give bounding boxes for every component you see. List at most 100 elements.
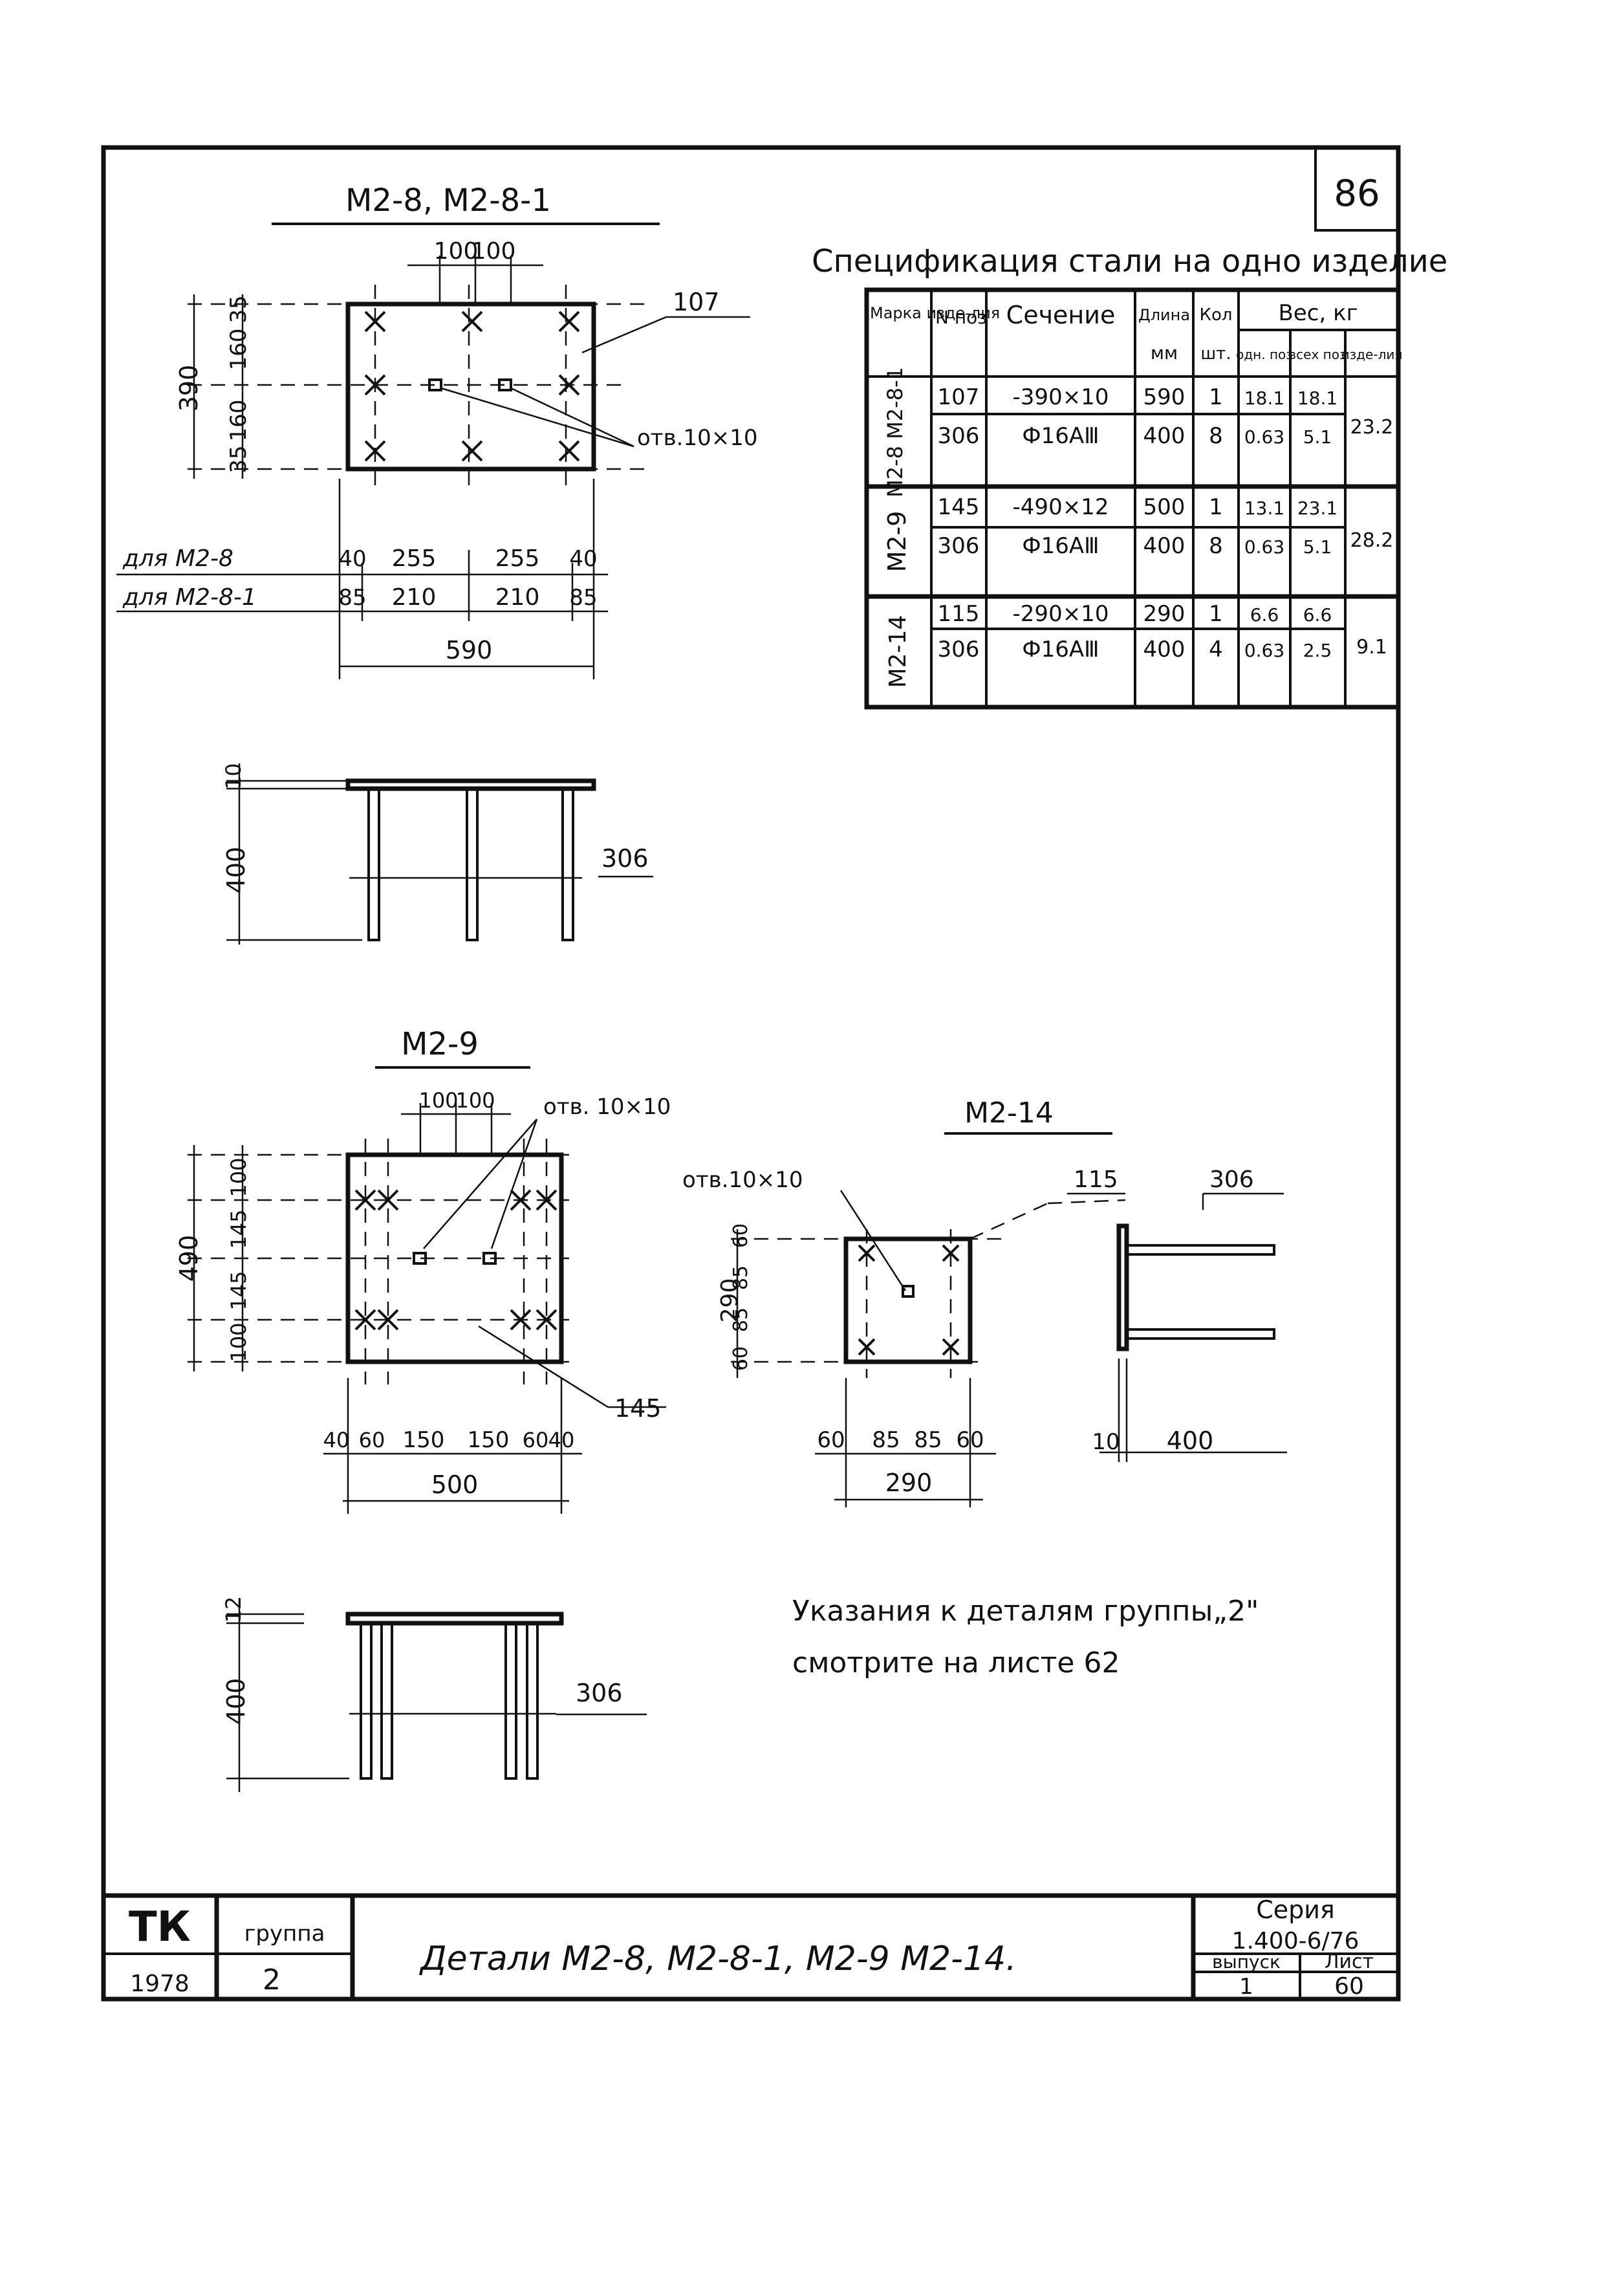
m2-14-left-dim-2: 85: [730, 1307, 752, 1332]
m2-8-plate: [345, 301, 596, 472]
m2-8-elev-bar-2: [466, 787, 479, 941]
spec-g2-r1-w-one: 13.1: [1244, 497, 1284, 519]
note-line-1: Указания к деталям группы„2": [792, 1595, 1259, 1628]
spec-title: Спецификация стали на одно изделие: [812, 243, 1447, 279]
m2-9-top-dim-2: 100: [455, 1088, 495, 1113]
spec-g1-marka: М2-8 М2-8-1: [883, 367, 907, 497]
m2-8-title: М2-8, М2-8-1: [345, 182, 551, 219]
spec-g2-r2-w-one: 0.63: [1244, 536, 1284, 558]
m2-14-left-dim-1: 60: [730, 1346, 752, 1371]
spec-g3-r1-section: -290×10: [1013, 601, 1109, 627]
spec-h-length: Длина: [1138, 306, 1190, 324]
spec-g2-r1-qty: 1: [1209, 494, 1223, 520]
spec-g3-r2-qty: 4: [1209, 637, 1223, 662]
spec-g2-r1-w-all: 23.1: [1297, 497, 1337, 519]
stamp-org: ТК: [129, 1903, 191, 1951]
spec-g1-r2-w-all: 5.1: [1303, 426, 1332, 448]
m2-9-elevation: 12 400 306: [221, 1597, 647, 1792]
m2-8-row1-dim-4: 40: [569, 546, 597, 572]
m2-14-side-plate: [1116, 1223, 1129, 1351]
spec-h-pos: N поз: [935, 307, 987, 328]
sheet-number: 86: [1334, 173, 1380, 215]
m2-8-elev-h: 400: [222, 847, 250, 894]
spec-h-w-one: одн. поз: [1236, 347, 1293, 362]
m2-14-bottom-dim-4: 60: [956, 1427, 984, 1453]
spec-g2-marka: М2-9: [883, 511, 911, 573]
spec-g2-r2-section: Ф16АⅢ: [1022, 533, 1099, 559]
stamp-series-label: Серия: [1256, 1896, 1335, 1924]
spec-h-section: Сечение: [1006, 301, 1116, 329]
m2-8-row2-dim-4: 85: [569, 585, 597, 611]
stamp-issue-value: 1: [1239, 1974, 1253, 2000]
stamp-group-value: 2: [263, 1963, 281, 1996]
spec-g2-item-weight: 28.2: [1350, 529, 1394, 552]
spec-g1-r1-pos: 107: [938, 384, 980, 410]
m2-14-bottom-dim-2: 85: [872, 1427, 900, 1453]
spec-h-qty: Кол: [1200, 305, 1233, 325]
spec-g1-item-weight: 23.2: [1350, 416, 1394, 439]
spec-h-length-unit: мм: [1151, 342, 1178, 364]
m2-8-row2-dim-2: 210: [392, 584, 437, 611]
m2-9-overall-w: 500: [431, 1470, 479, 1499]
m2-9-hole-label: отв. 10×10: [543, 1094, 671, 1120]
spec-g3-item-weight: 9.1: [1356, 636, 1387, 659]
m2-14-bottom-dim-1: 60: [817, 1427, 845, 1453]
stamp-group-label: группа: [244, 1921, 325, 1947]
spec-g3-r2-length: 400: [1143, 637, 1186, 662]
spec-h-w-item: изде-лия: [1341, 347, 1403, 362]
m2-8-row2-dim-3: 210: [495, 584, 540, 611]
m2-14-left-dim-3: 85: [730, 1265, 752, 1290]
m2-9-bottom-dim-2: 60: [359, 1428, 385, 1452]
m2-14-side-view: 115 306 10 400: [969, 1166, 1287, 1462]
spec-table: Спецификация стали на одно изделие Марка…: [812, 243, 1447, 710]
spec-g3-r2-w-one: 0.63: [1244, 640, 1284, 661]
m2-9-title: М2-9: [401, 1026, 479, 1062]
m2-14-overall-w: 290: [885, 1469, 933, 1497]
m2-9-elev-thk: 12: [221, 1597, 246, 1623]
spec-g1-r1-w-one: 18.1: [1244, 388, 1284, 409]
m2-9-left-dim-3: 145: [226, 1209, 251, 1249]
stamp-year: 1978: [130, 1971, 189, 1997]
spec-g3-r1-pos: 115: [938, 601, 980, 627]
stamp-sheet-label: Лист: [1325, 1951, 1374, 1973]
spec-g2-r1-section: -490×12: [1013, 494, 1109, 520]
m2-9-elev-h: 400: [222, 1678, 250, 1725]
m2-8-row2-label: для М2-8-1: [122, 584, 257, 611]
spec-g1-r1-w-all: 18.1: [1297, 388, 1337, 409]
m2-8-row2-dim-1: 85: [338, 585, 366, 611]
spec-g2-r1-pos: 145: [938, 494, 980, 520]
m2-14-hole-label: отв.10×10: [682, 1167, 803, 1193]
spec-g3-r1-length: 290: [1143, 601, 1186, 627]
sheet-frame: [101, 145, 1401, 2002]
spec-g3-r2-w-all: 2.5: [1303, 640, 1332, 661]
m2-8-plan: М2-8, М2-8-1 100 100 107 отв.10×10: [116, 182, 757, 679]
m2-8-elev-bar-label: 306: [601, 844, 649, 873]
spec-g3-marka: М2-14: [885, 615, 911, 688]
spec-g2-r2-length: 400: [1143, 533, 1186, 559]
m2-8-left-dim-2: 160: [226, 400, 252, 442]
m2-8-top-dim-2: 100: [471, 238, 516, 265]
m2-8-overall-h: 390: [175, 365, 203, 412]
stamp-title: Детали М2-8, М2-8-1, М2-9 М2-14.: [419, 1940, 1017, 1978]
spec-h-weight: Вес, кг: [1279, 300, 1358, 326]
m2-14-bar-label: 306: [1209, 1166, 1254, 1193]
m2-8-row1-dim-2: 255: [392, 545, 437, 572]
m2-9-bottom-dim-3: 150: [403, 1427, 445, 1453]
m2-9-overall-h: 490: [175, 1235, 203, 1282]
m2-8-elev-bar-1: [367, 787, 380, 941]
spec-g1-r2-pos: 306: [938, 423, 980, 449]
m2-9-bottom-dim-5: 60: [523, 1428, 549, 1452]
m2-9-left-dim-2: 145: [226, 1271, 251, 1310]
m2-9-left-dim-4: 100: [226, 1157, 251, 1197]
m2-14-plan: М2-14 отв.10×10 290 60 85 85 60 60 85 85…: [682, 1097, 1112, 1507]
sheet-number-box: [1314, 146, 1400, 232]
spec-g1-r2-length: 400: [1143, 423, 1186, 449]
m2-8-hole-label: отв.10×10: [637, 425, 757, 451]
spec-g3-r1-w-all: 6.6: [1303, 604, 1332, 626]
m2-14-bottom-dim-3: 85: [914, 1427, 942, 1453]
m2-8-top-dim-1: 100: [434, 238, 479, 265]
title-block: ТК группа 2 1978 Детали М2-8, М2-8-1, М2…: [103, 1893, 1398, 2000]
m2-8-left-dim-1: 35: [226, 445, 252, 473]
stamp-sheet-value: 60: [1334, 1973, 1364, 2000]
